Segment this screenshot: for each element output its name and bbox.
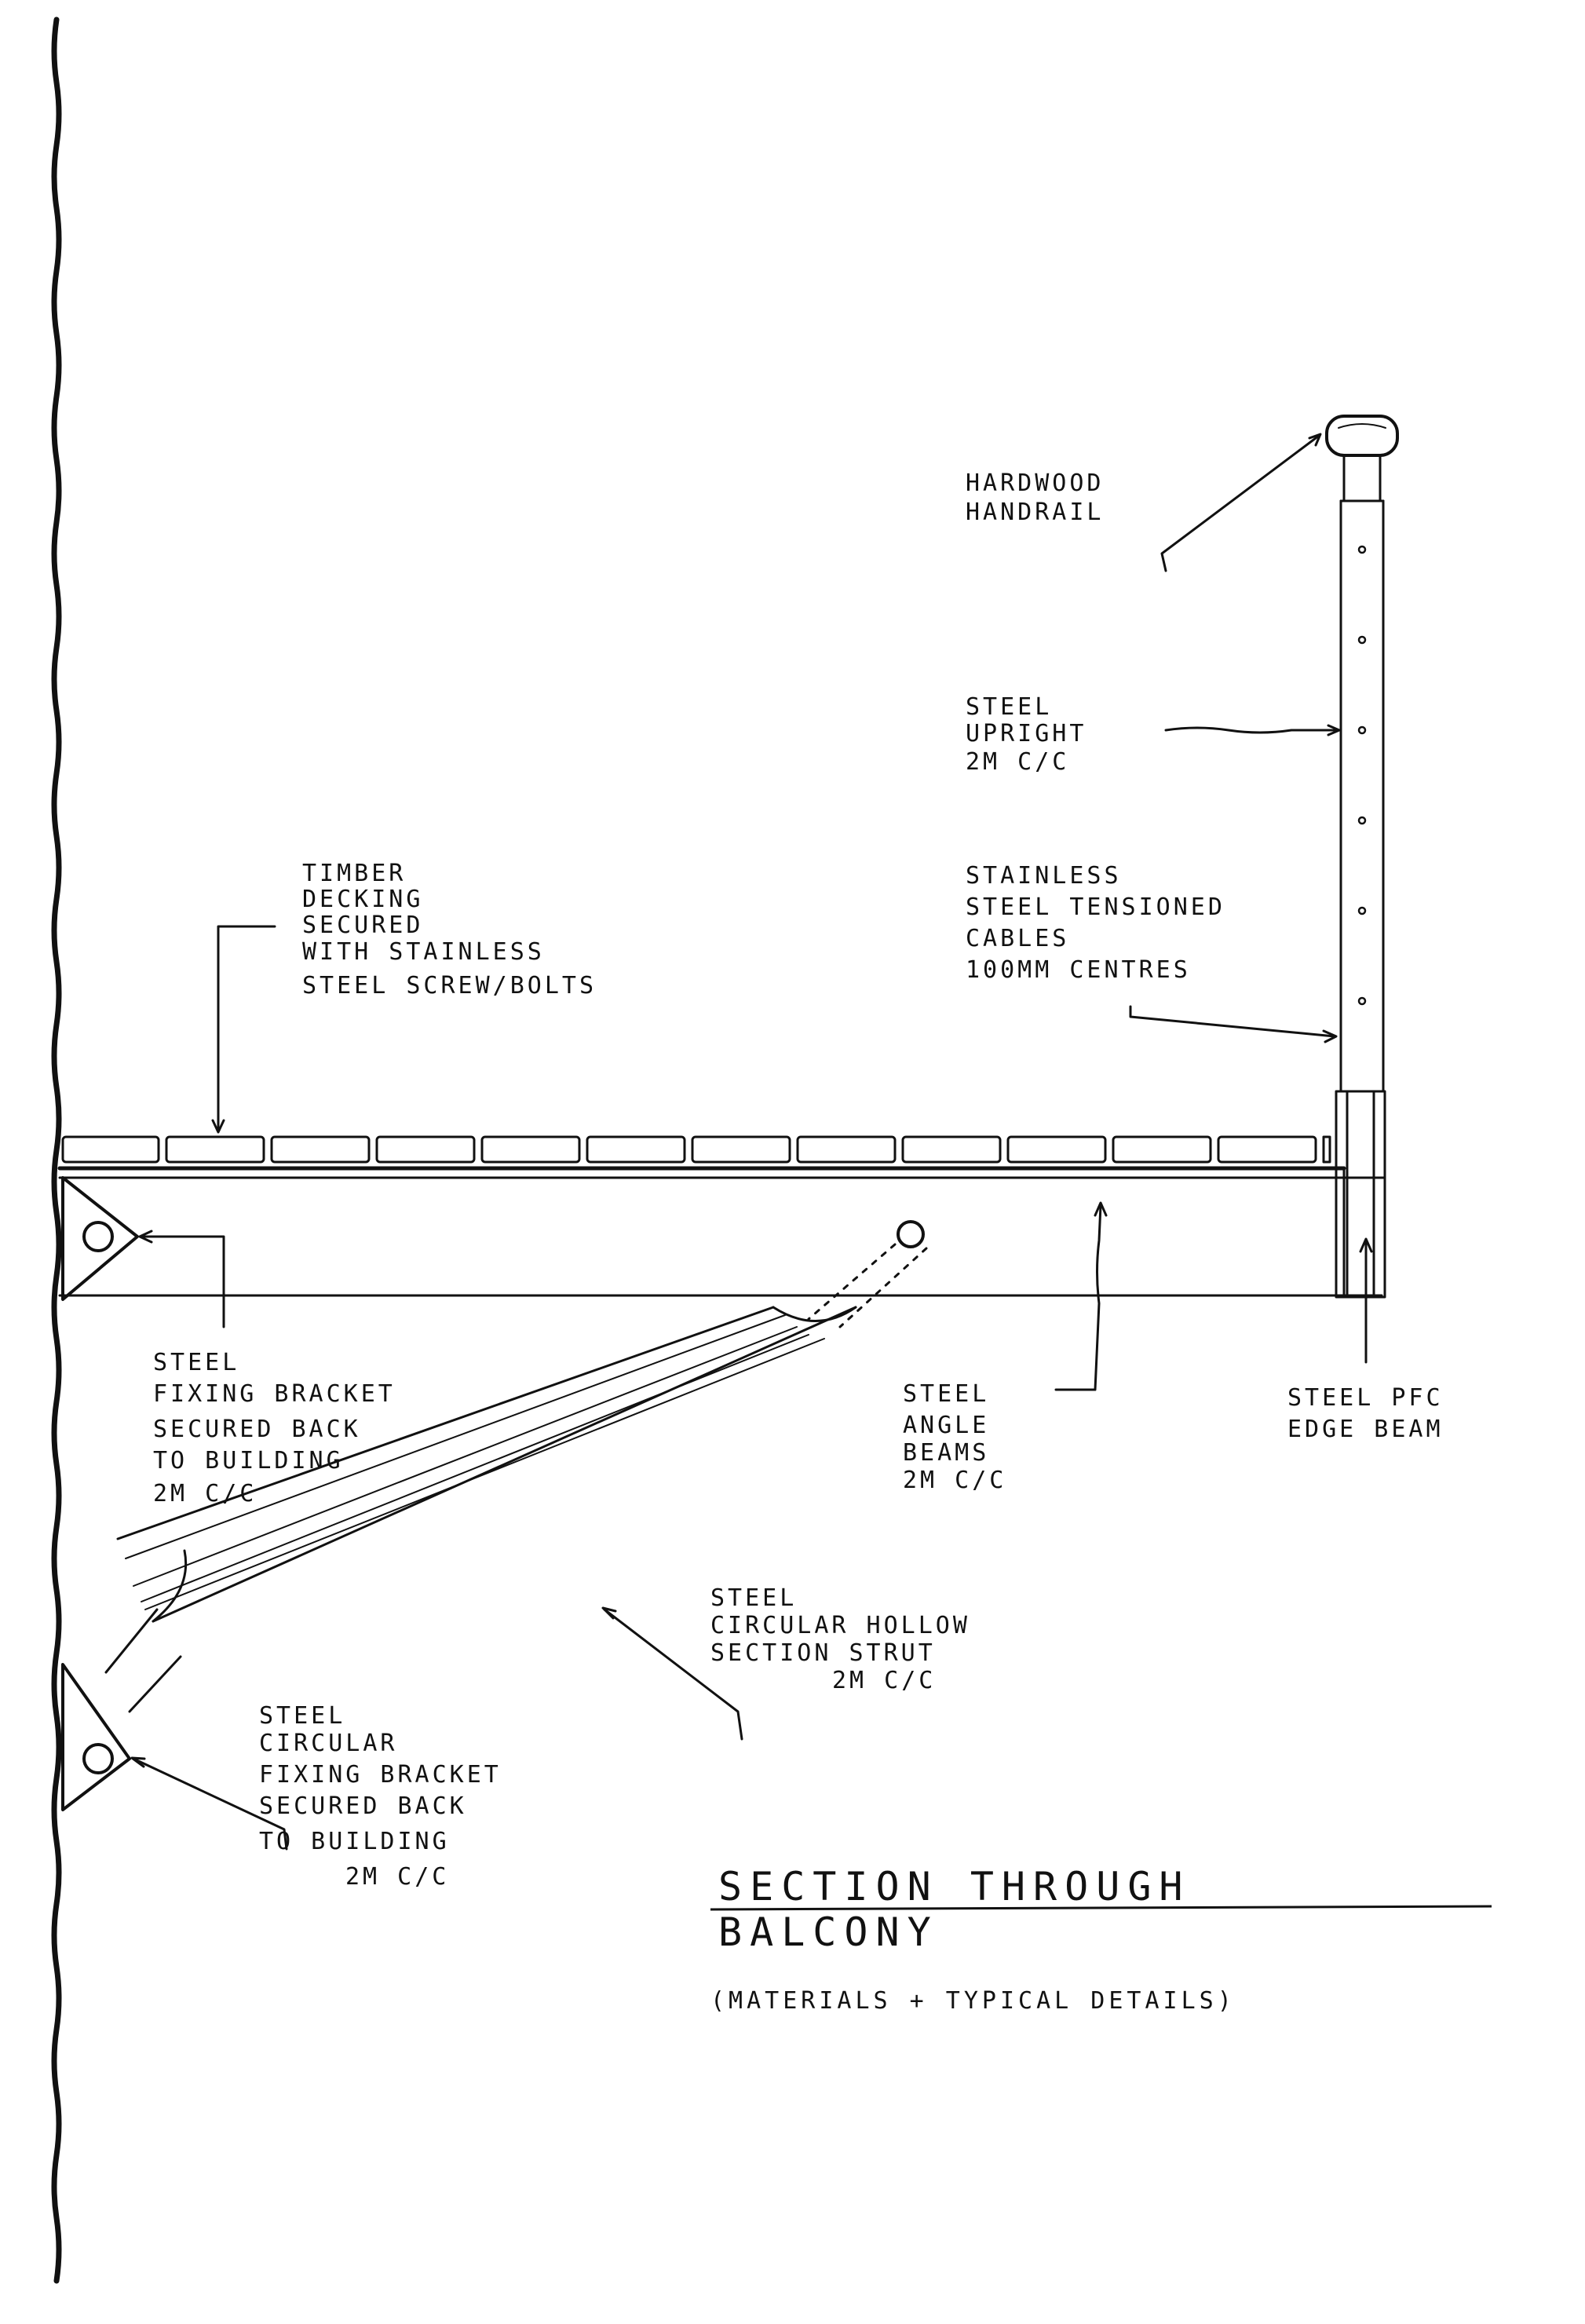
- label-line: 2M C/C: [345, 1863, 449, 1891]
- timber-decking: [61, 1135, 1331, 1164]
- steel-angle-beam: [57, 1166, 1383, 1297]
- label-line: STEEL: [153, 1349, 239, 1376]
- label-line: CABLES: [966, 925, 1069, 952]
- label-decking: TIMBER DECKING SECURED WITH STAINLESS ST…: [302, 860, 597, 999]
- label-line: TIMBER: [302, 860, 406, 887]
- label-cables: STAINLESS STEEL TENSIONED CABLES 100MM C…: [966, 862, 1225, 984]
- strut-hidden-line: [807, 1243, 928, 1328]
- label-line: FIXING BRACKET: [259, 1761, 502, 1789]
- label-line: 2M C/C: [903, 1467, 1006, 1494]
- bottom-fixing-bracket: [61, 1608, 182, 1811]
- label-upright: STEEL UPRIGHT 2M C/C: [966, 693, 1086, 776]
- label-line: TO BUILDING: [259, 1828, 450, 1855]
- label-line: HARDWOOD: [966, 470, 1105, 497]
- strut-top-bolt: [897, 1220, 925, 1248]
- title-line-1: SECTION THROUGH: [718, 1864, 1191, 1909]
- building-wall: [51, 16, 62, 2284]
- pfc-edge-beam: [1335, 1090, 1386, 1299]
- label-line: WITH STAINLESS: [302, 938, 545, 966]
- label-line: STAINLESS: [966, 862, 1122, 890]
- label-line: SECURED: [302, 912, 423, 939]
- label-line: EDGE BEAM: [1287, 1416, 1444, 1443]
- label-line: UPRIGHT: [966, 720, 1086, 747]
- label-line: CIRCULAR HOLLOW: [710, 1612, 970, 1639]
- label-line: 2M C/C: [153, 1480, 257, 1507]
- label-line: ANGLE: [903, 1412, 989, 1439]
- label-line: HANDRAIL: [966, 499, 1105, 526]
- label-fixing-bracket: STEEL FIXING BRACKET SECURED BACK TO BUI…: [153, 1349, 396, 1507]
- title-underline: [710, 1905, 1492, 1911]
- top-fixing-bracket: [61, 1176, 139, 1301]
- label-line: BEAMS: [903, 1439, 989, 1467]
- hardwood-handrail: [1325, 415, 1399, 457]
- label-edge-beam: STEEL PFC EDGE BEAM: [1287, 1384, 1444, 1443]
- label-line: DECKING: [302, 886, 423, 913]
- label-line: STEEL: [259, 1702, 345, 1730]
- label-line: STEEL TENSIONED: [966, 893, 1225, 921]
- label-line: STEEL: [903, 1380, 989, 1408]
- label-line: 2M C/C: [966, 748, 1069, 776]
- label-strut: STEEL CIRCULAR HOLLOW SECTION STRUT 2M C…: [710, 1584, 970, 1694]
- label-angle-beams: STEEL ANGLE BEAMS 2M C/C: [903, 1380, 1006, 1494]
- drawing-title: SECTION THROUGH BALCONY (MATERIALS + TYP…: [710, 1864, 1492, 2015]
- label-line: SECTION STRUT: [710, 1639, 936, 1667]
- leader-lines: [130, 433, 1373, 1851]
- label-circular-bracket: STEEL CIRCULAR FIXING BRACKET SECURED BA…: [259, 1702, 502, 1891]
- strut-tube: [116, 1306, 857, 1623]
- label-line: STEEL: [710, 1584, 797, 1612]
- label-line: SECURED BACK: [153, 1416, 361, 1443]
- steel-upright: [1339, 454, 1385, 1093]
- label-handrail: HARDWOOD HANDRAIL: [966, 470, 1105, 526]
- label-line: 100MM CENTRES: [966, 956, 1191, 984]
- label-line: TO BUILDING: [153, 1447, 344, 1474]
- title-line-2: BALCONY: [718, 1909, 939, 1955]
- label-line: SECURED BACK: [259, 1792, 467, 1820]
- label-line: CIRCULAR: [259, 1730, 398, 1757]
- cable-holes: [1357, 545, 1367, 1006]
- label-line: 2M C/C: [832, 1667, 936, 1694]
- label-line: STEEL: [966, 693, 1052, 721]
- label-line: STEEL PFC: [1287, 1384, 1444, 1412]
- label-line: STEEL SCREW/BOLTS: [302, 972, 597, 999]
- title-subtitle: (MATERIALS + TYPICAL DETAILS): [710, 1987, 1236, 2015]
- label-line: FIXING BRACKET: [153, 1380, 396, 1408]
